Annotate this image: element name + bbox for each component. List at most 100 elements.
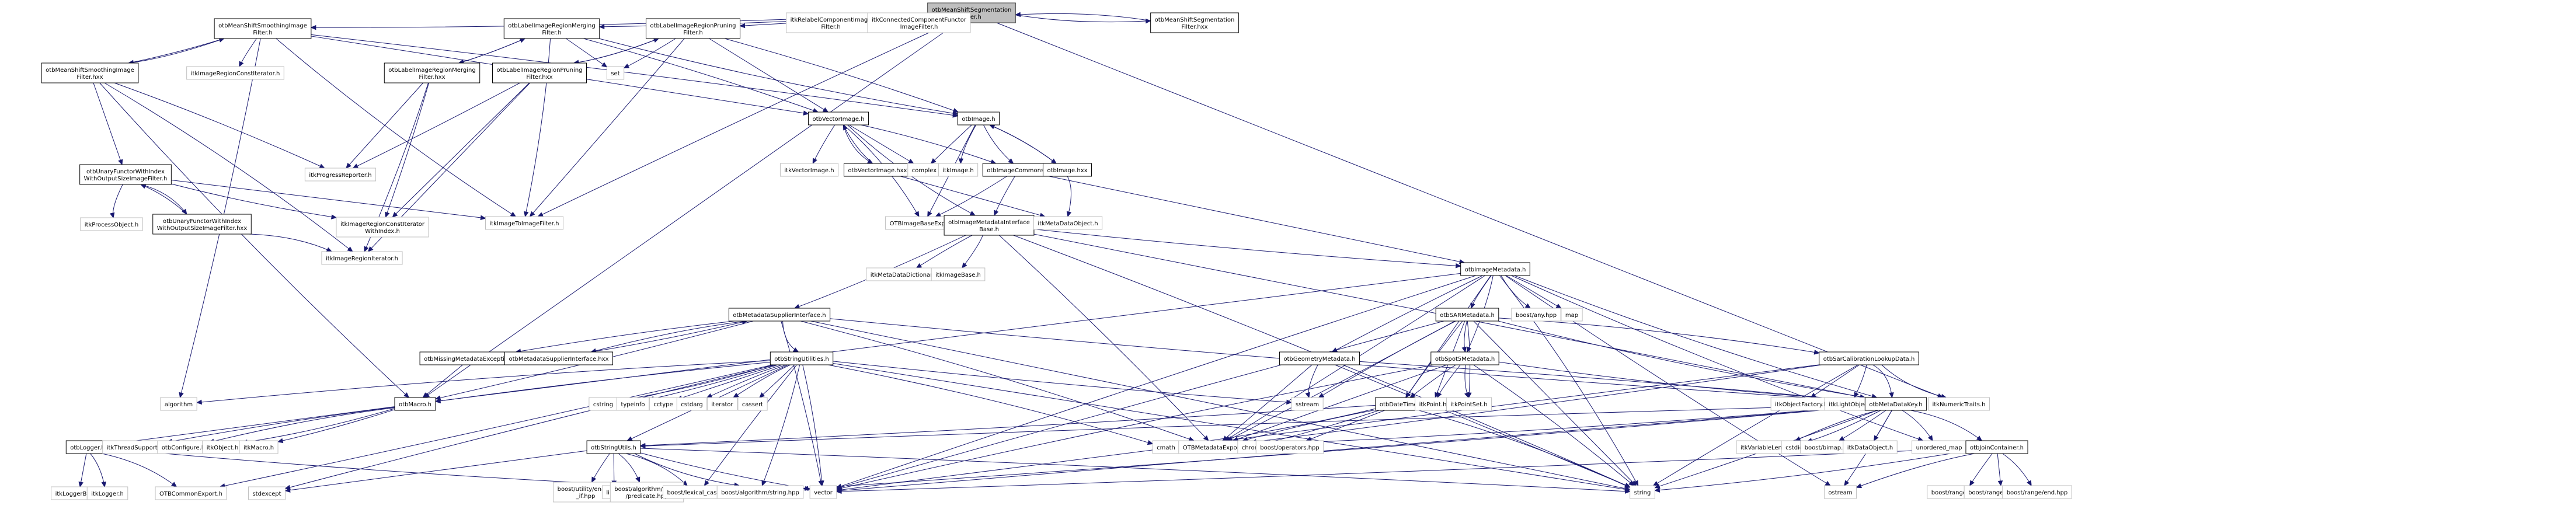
node-label: otbLabelImageRegionPruning (650, 23, 736, 29)
arrowhead-icon (1854, 392, 1859, 399)
arrowhead-icon (510, 211, 517, 217)
arrowhead-icon (935, 212, 941, 217)
edge-strUtils-to-string (640, 448, 1630, 492)
node-label: itkDataObject.h (1847, 445, 1893, 451)
node-vecImg[interactable]: otbVectorImage.h (807, 111, 869, 125)
node-box (716, 485, 804, 499)
arrowhead-icon (1889, 392, 1894, 399)
edge-mdKey-to-boostAlgStr (803, 406, 1865, 489)
arrowhead-icon (915, 263, 923, 269)
node-box (2002, 485, 2072, 499)
node-box (503, 18, 600, 39)
arrowhead-icon (179, 392, 184, 399)
node-mdSupIfHxx[interactable]: otbMetadataSupplierInterface.hxx (504, 351, 614, 365)
node-label: otbLabelImageRegionPruning (496, 67, 582, 74)
node-label: otbConfigure.h (162, 445, 205, 451)
node-mdSupIf[interactable]: otbMetadataSupplierInterface.h (728, 308, 831, 322)
node-dateTime[interactable]: otbDateTime.h (1375, 397, 1428, 411)
arrowhead-icon (1813, 350, 1820, 355)
node-box (160, 397, 197, 411)
node-box (1511, 308, 1561, 322)
node-vecImgHxx[interactable]: otbVectorImage.hxx (844, 163, 911, 177)
arrowhead-icon (1147, 440, 1154, 445)
node-label: otbMacro.h (399, 402, 431, 408)
node-label: itkLogger.h (91, 491, 124, 497)
edge-msSmoothHxx-to-itkIRI (104, 82, 353, 252)
node-label: Filter.h (542, 30, 561, 36)
node-box (606, 66, 625, 80)
edge-geomMeta-to-mdKey (1359, 361, 1865, 402)
edge-dateTime-to-cmath (1179, 408, 1376, 445)
node-geomMeta[interactable]: otbGeometryMetadata.h (1279, 351, 1360, 365)
arrowhead-icon (422, 392, 429, 398)
node-box (186, 66, 284, 80)
edge-imgHxx-to-itkMDO (1067, 176, 1071, 217)
edge-img-to-imgCommons (983, 124, 1014, 164)
node-label: otbSARMetadata.h (1440, 312, 1495, 319)
node-label: boost/operators.hpp (1260, 445, 1320, 451)
arrowhead-icon (1624, 489, 1631, 494)
edge-sarCalib-to-mdKey (1872, 364, 1893, 398)
node-boostAlgStr: boost/algorithm/string.hpp (716, 485, 804, 499)
arrowhead-icon (733, 392, 739, 398)
node-label: otbLabelImageRegionMerging (508, 23, 595, 29)
arrowhead-icon (969, 211, 976, 216)
edge-lirMerge-to-img (598, 38, 958, 114)
node-box (485, 216, 564, 230)
node-label: _if.hpp (576, 493, 596, 500)
node-label: typeinfo (621, 402, 645, 408)
node-label: itkImage.h (942, 168, 973, 174)
edge-strUtils-to-boostPred (618, 453, 640, 483)
edge-imdIfBase-to-imgMeta (1033, 229, 1461, 267)
node-joinCont[interactable]: otbJoinContainer.h (1965, 440, 2028, 454)
node-mdKey[interactable]: otbMetaDataKey.h (1864, 397, 1927, 411)
node-unaryFn[interactable]: otbUnaryFunctorWithIndexWithOutputSizeIm… (79, 164, 172, 185)
node-label: boost/utility/enable (558, 486, 614, 493)
edge-lirMerge-to-set (566, 38, 607, 68)
node-sarMeta[interactable]: otbSARMetadata.h (1435, 308, 1499, 322)
arrowhead-icon (118, 159, 123, 166)
edge-imgMeta-to-sarMeta (1471, 275, 1492, 309)
node-strUtils[interactable]: otbStringUtils.h (586, 440, 641, 454)
node-label: otbImageCommons.h (987, 168, 1049, 174)
edge-spot5Meta-to-string (1473, 364, 1634, 486)
node-sarCalib[interactable]: otbSarCalibrationLookupData.h (1819, 351, 1919, 365)
node-itkIRCI: itkImageRegionConstIterator.h (186, 66, 284, 80)
edge-mdKey-to-strUtils (640, 405, 1865, 447)
node-box (384, 62, 481, 83)
edge-sarMeta-to-sstream (1318, 320, 1456, 398)
node-unaryFnHxx[interactable]: otbUnaryFunctorWithIndexWithOutputSizeIm… (152, 214, 252, 235)
node-imgMeta[interactable]: otbImageMetadata.h (1460, 262, 1530, 276)
node-label: itkImageRegionConstIterator.h (191, 71, 280, 77)
arrowhead-icon (1856, 483, 1863, 489)
node-label: itkNumericTraits.h (1933, 402, 1986, 408)
node-box (737, 397, 768, 411)
edge-strUtilities-to-boostAlgStr (761, 364, 800, 486)
node-label: complex (912, 168, 937, 174)
node-spot5Meta[interactable]: otbSpot5Metadata.h (1430, 351, 1499, 365)
node-label: itkImageRegionConstIterator (340, 221, 425, 228)
edge-joinCont-to-boostRangeEmpty (1969, 453, 1993, 486)
node-itkImage: itkImage.h (938, 163, 979, 177)
arrowhead-icon (908, 158, 914, 164)
node-label: otbLogger.h (70, 445, 105, 451)
edge-imgMeta-to-ostream (1505, 275, 1831, 486)
node-strUtilities[interactable]: otbStringUtilities.h (770, 351, 834, 365)
node-label: boost/bimap.hpp (1805, 445, 1854, 451)
node-missingMdExc[interactable]: otbMissingMetadataException.h (419, 351, 522, 365)
node-img[interactable]: otbImage.h (957, 111, 1000, 125)
node-imgHxx[interactable]: otbImage.hxx (1042, 163, 1092, 177)
node-label: itkImageRegionIterator.h (326, 256, 398, 262)
arrowhead-icon (598, 24, 605, 30)
edge-strUtilities-to-cctype (677, 364, 782, 400)
node-macro[interactable]: otbMacro.h (394, 397, 436, 411)
